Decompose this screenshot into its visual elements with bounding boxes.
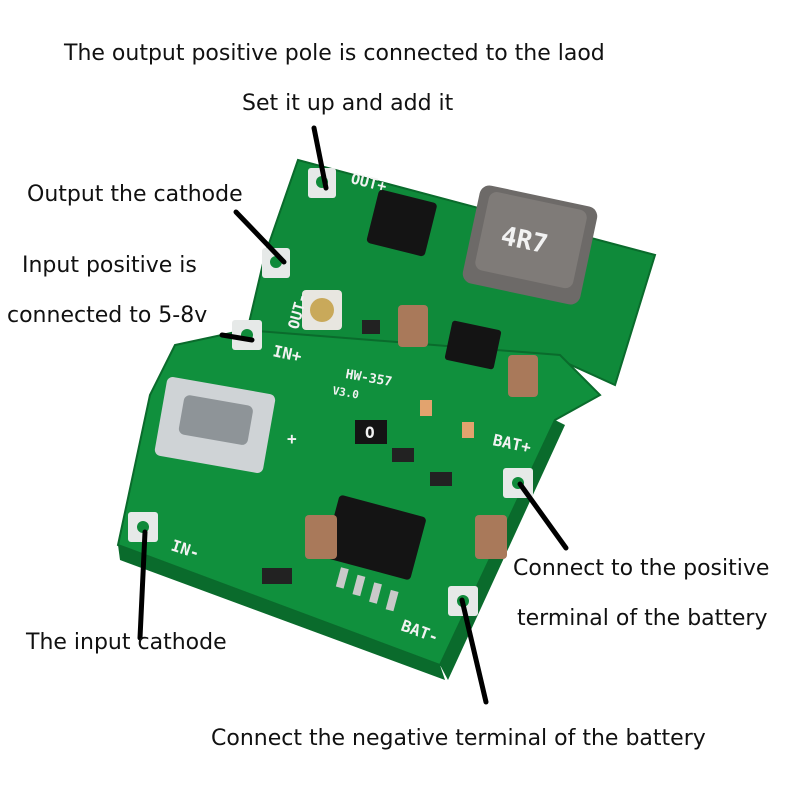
label-output-positive-line2: Set it up and add it <box>242 91 454 116</box>
capacitor <box>398 305 428 347</box>
label-input-positive-line1: Input positive is <box>22 253 197 278</box>
leader-battery-negative <box>459 597 489 705</box>
leader-input-positive <box>219 332 255 343</box>
leader-output-cathode <box>233 209 287 265</box>
silk-plus-mark: + <box>287 429 297 448</box>
smd-resistor <box>262 568 292 584</box>
leader-lines <box>137 125 569 705</box>
capacitor <box>475 515 507 559</box>
label-battery-negative: Connect the negative terminal of the bat… <box>211 726 706 751</box>
charger-ic <box>323 495 426 612</box>
resistor-marking: O <box>365 423 375 442</box>
smd-resistor <box>392 448 414 462</box>
led <box>462 422 474 438</box>
smd-resistor <box>355 420 387 444</box>
silk-version: V3.0 <box>331 384 359 401</box>
smd-resistor <box>362 320 380 334</box>
leader-input-cathode <box>137 529 148 641</box>
inductor: 4R7 <box>462 185 598 305</box>
leader-battery-positive <box>517 481 569 551</box>
micro-usb-port <box>154 377 276 473</box>
capacitor <box>508 355 538 397</box>
label-battery-positive-line2: terminal of the battery <box>517 606 768 631</box>
label-input-positive-line2: connected to 5-8v <box>7 303 208 328</box>
pcb-board <box>116 158 657 680</box>
potentiometer <box>302 290 342 330</box>
schottky-diode <box>366 189 437 257</box>
label-input-cathode: The input cathode <box>26 630 227 655</box>
label-output-cathode: Output the cathode <box>27 182 243 207</box>
label-output-positive-line1: The output positive pole is connected to… <box>64 41 605 66</box>
smd-resistor <box>430 472 452 486</box>
capacitor <box>305 515 337 559</box>
led <box>420 400 432 416</box>
leader-output-positive <box>311 125 329 191</box>
boost-ic <box>444 320 502 370</box>
label-battery-positive-line1: Connect to the positive <box>513 556 770 581</box>
